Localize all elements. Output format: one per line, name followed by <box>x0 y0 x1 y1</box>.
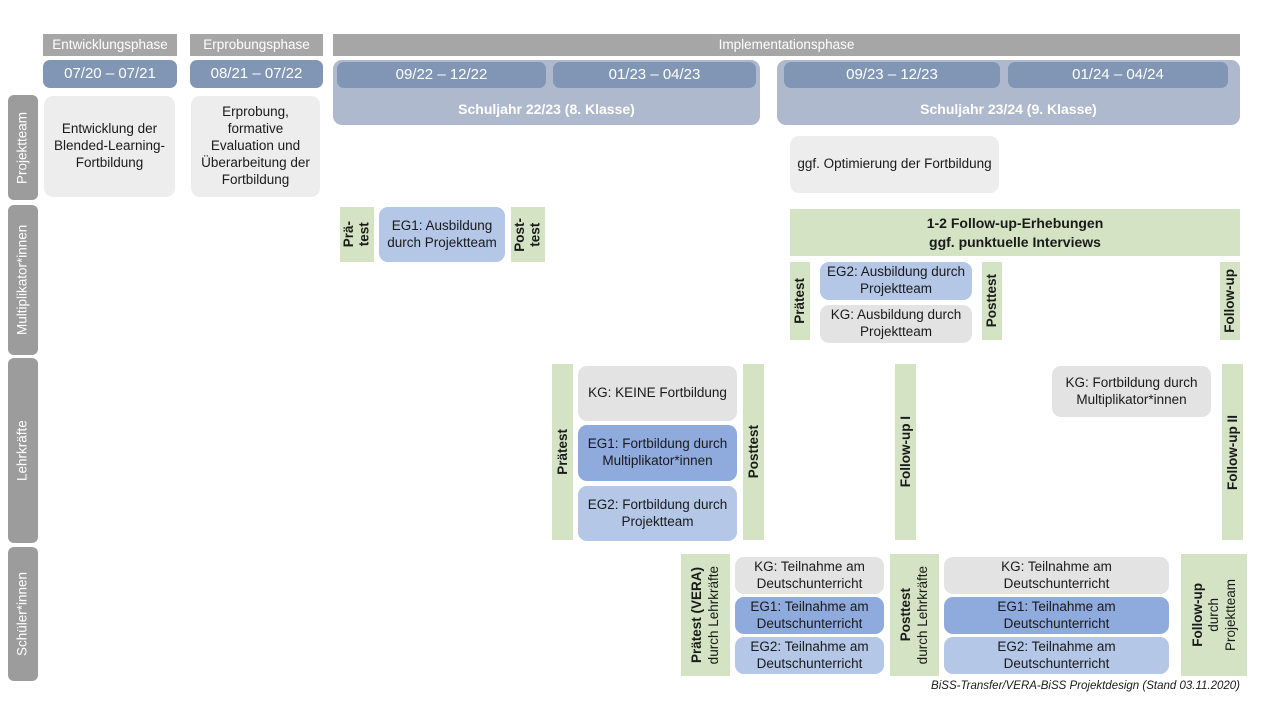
schueler-box-kg-right: KG: Teilnahme am Deutschunterricht <box>944 557 1169 594</box>
date-bar-09-22-12-22: 09/22 – 12/22 <box>337 62 546 88</box>
schueler-box-eg1-right: EG1: Teilnahme am Deutschunterricht <box>944 597 1169 634</box>
schueler-praetest-sub: durch Lehrkräfte <box>706 565 721 665</box>
footer-caption: BiSS-Transfer/VERA-BiSS Projektdesign (S… <box>931 680 1240 692</box>
schueler-posttest-main: Posttest <box>898 588 914 642</box>
schueler-box-eg1-left: EG1: Teilnahme am Deutschunterricht <box>735 597 884 634</box>
lehrkraefte-followup-2: Follow-up II <box>1222 364 1243 540</box>
date-bar-09-23-12-23: 09/23 – 12/23 <box>784 62 1000 88</box>
schueler-followup-sub: durch <box>1206 598 1222 632</box>
date-bar-01-24-04-24: 01/24 – 04/24 <box>1008 62 1228 88</box>
lehrkraefte-posttest: Posttest <box>743 364 764 540</box>
multiplikator-followup-band: 1-2 Follow-up-Erhebungen ggf. punktuelle… <box>790 209 1240 256</box>
multiplikator-training-eg2: EG2: Ausbildung durch Projektteam <box>820 262 972 300</box>
schueler-followup-sub2: Projektteam <box>1222 578 1238 652</box>
schueler-followup: Follow-up durch Projektteam <box>1181 554 1247 676</box>
lehrkraefte-box-eg2: EG2: Fortbildung durch Projektteam <box>578 486 737 541</box>
multiplikator-praetest-2-label: Prätest <box>792 278 808 324</box>
row-label-lehrkraefte: Lehrkräfte <box>8 358 38 543</box>
multiplikator-followup-col: Follow-up <box>1220 262 1240 340</box>
row-label-multiplikatorinnen: Multiplikator*innen <box>8 205 38 355</box>
multiplikator-followup-col-label: Follow-up <box>1222 269 1238 333</box>
lehrkraefte-box-kg-right: KG: Fortbildung durch Multiplikator*inne… <box>1052 366 1211 417</box>
projektteam-box-erprobung: Erprobung, formative Evaluation und Über… <box>191 96 320 197</box>
row-label-schuelerinnen: Schüler*innen <box>8 547 38 681</box>
lehrkraefte-praetest: Prätest <box>552 364 573 540</box>
multiplikator-training-eg1: EG1: Ausbildung durch Projektteam <box>379 207 505 262</box>
multiplikator-praetest-1-label: Prä- test <box>341 221 372 248</box>
lehrkraefte-posttest-label: Posttest <box>745 425 761 479</box>
schueler-posttest: Posttest durch Lehrkräfte <box>890 554 939 676</box>
schueler-box-eg2-left: EG2: Teilnahme am Deutschunterricht <box>735 637 884 674</box>
phase-header-erprobungsphase: Erprobungsphase <box>190 34 323 56</box>
lehrkraefte-followup-1-label: Follow-up I <box>897 416 913 488</box>
schueler-posttest-sub: durch Lehrkräfte <box>915 565 930 665</box>
schueler-box-eg2-right: EG2: Teilnahme am Deutschunterricht <box>944 637 1169 674</box>
lehrkraefte-followup-1: Follow-up I <box>895 364 916 540</box>
date-bar-01-23-04-23: 01/23 – 04/23 <box>553 62 756 88</box>
multiplikator-posttest-2-label: Posttest <box>984 274 1000 328</box>
schueler-praetest-vera: Prätest (VERA) durch Lehrkräfte <box>681 554 730 676</box>
lehrkraefte-praetest-label: Prätest <box>554 429 570 475</box>
multiplikator-posttest-1: Post- test <box>511 207 545 262</box>
multiplikator-posttest-1-label: Post- test <box>512 217 543 252</box>
lehrkraefte-box-eg1: EG1: Fortbildung durch Multiplikator*inn… <box>578 425 737 481</box>
projektteam-box-entwicklung: Entwicklung der Blended-Learning-Fortbil… <box>44 96 175 197</box>
multiplikator-praetest-1: Prä- test <box>340 207 374 262</box>
date-bar-07-20-07-21: 07/20 – 07/21 <box>43 60 177 88</box>
multiplikator-posttest-2: Posttest <box>982 262 1002 340</box>
schueler-praetest-main: Prätest (VERA) <box>689 566 705 664</box>
phase-header-implementationsphase: Implementationsphase <box>333 34 1240 56</box>
projektteam-box-optimierung: ggf. Optimierung der Fortbildung <box>790 136 999 193</box>
date-bar-08-21-07-22: 08/21 – 07/22 <box>190 60 323 88</box>
row-label-projektteam: Projektteam <box>8 95 38 200</box>
multiplikator-training-kg: KG: Ausbildung durch Projektteam <box>820 305 972 343</box>
phase-header-entwicklungsphase: Entwicklungsphase <box>43 34 177 56</box>
lehrkraefte-followup-2-label: Follow-up II <box>1224 414 1240 490</box>
schueler-followup-main: Follow-up <box>1189 583 1205 647</box>
multiplikator-praetest-2: Prätest <box>790 262 810 340</box>
lehrkraefte-box-kg: KG: KEINE Fortbildung <box>578 366 737 421</box>
schueler-box-kg-left: KG: Teilnahme am Deutschunterricht <box>735 557 884 594</box>
